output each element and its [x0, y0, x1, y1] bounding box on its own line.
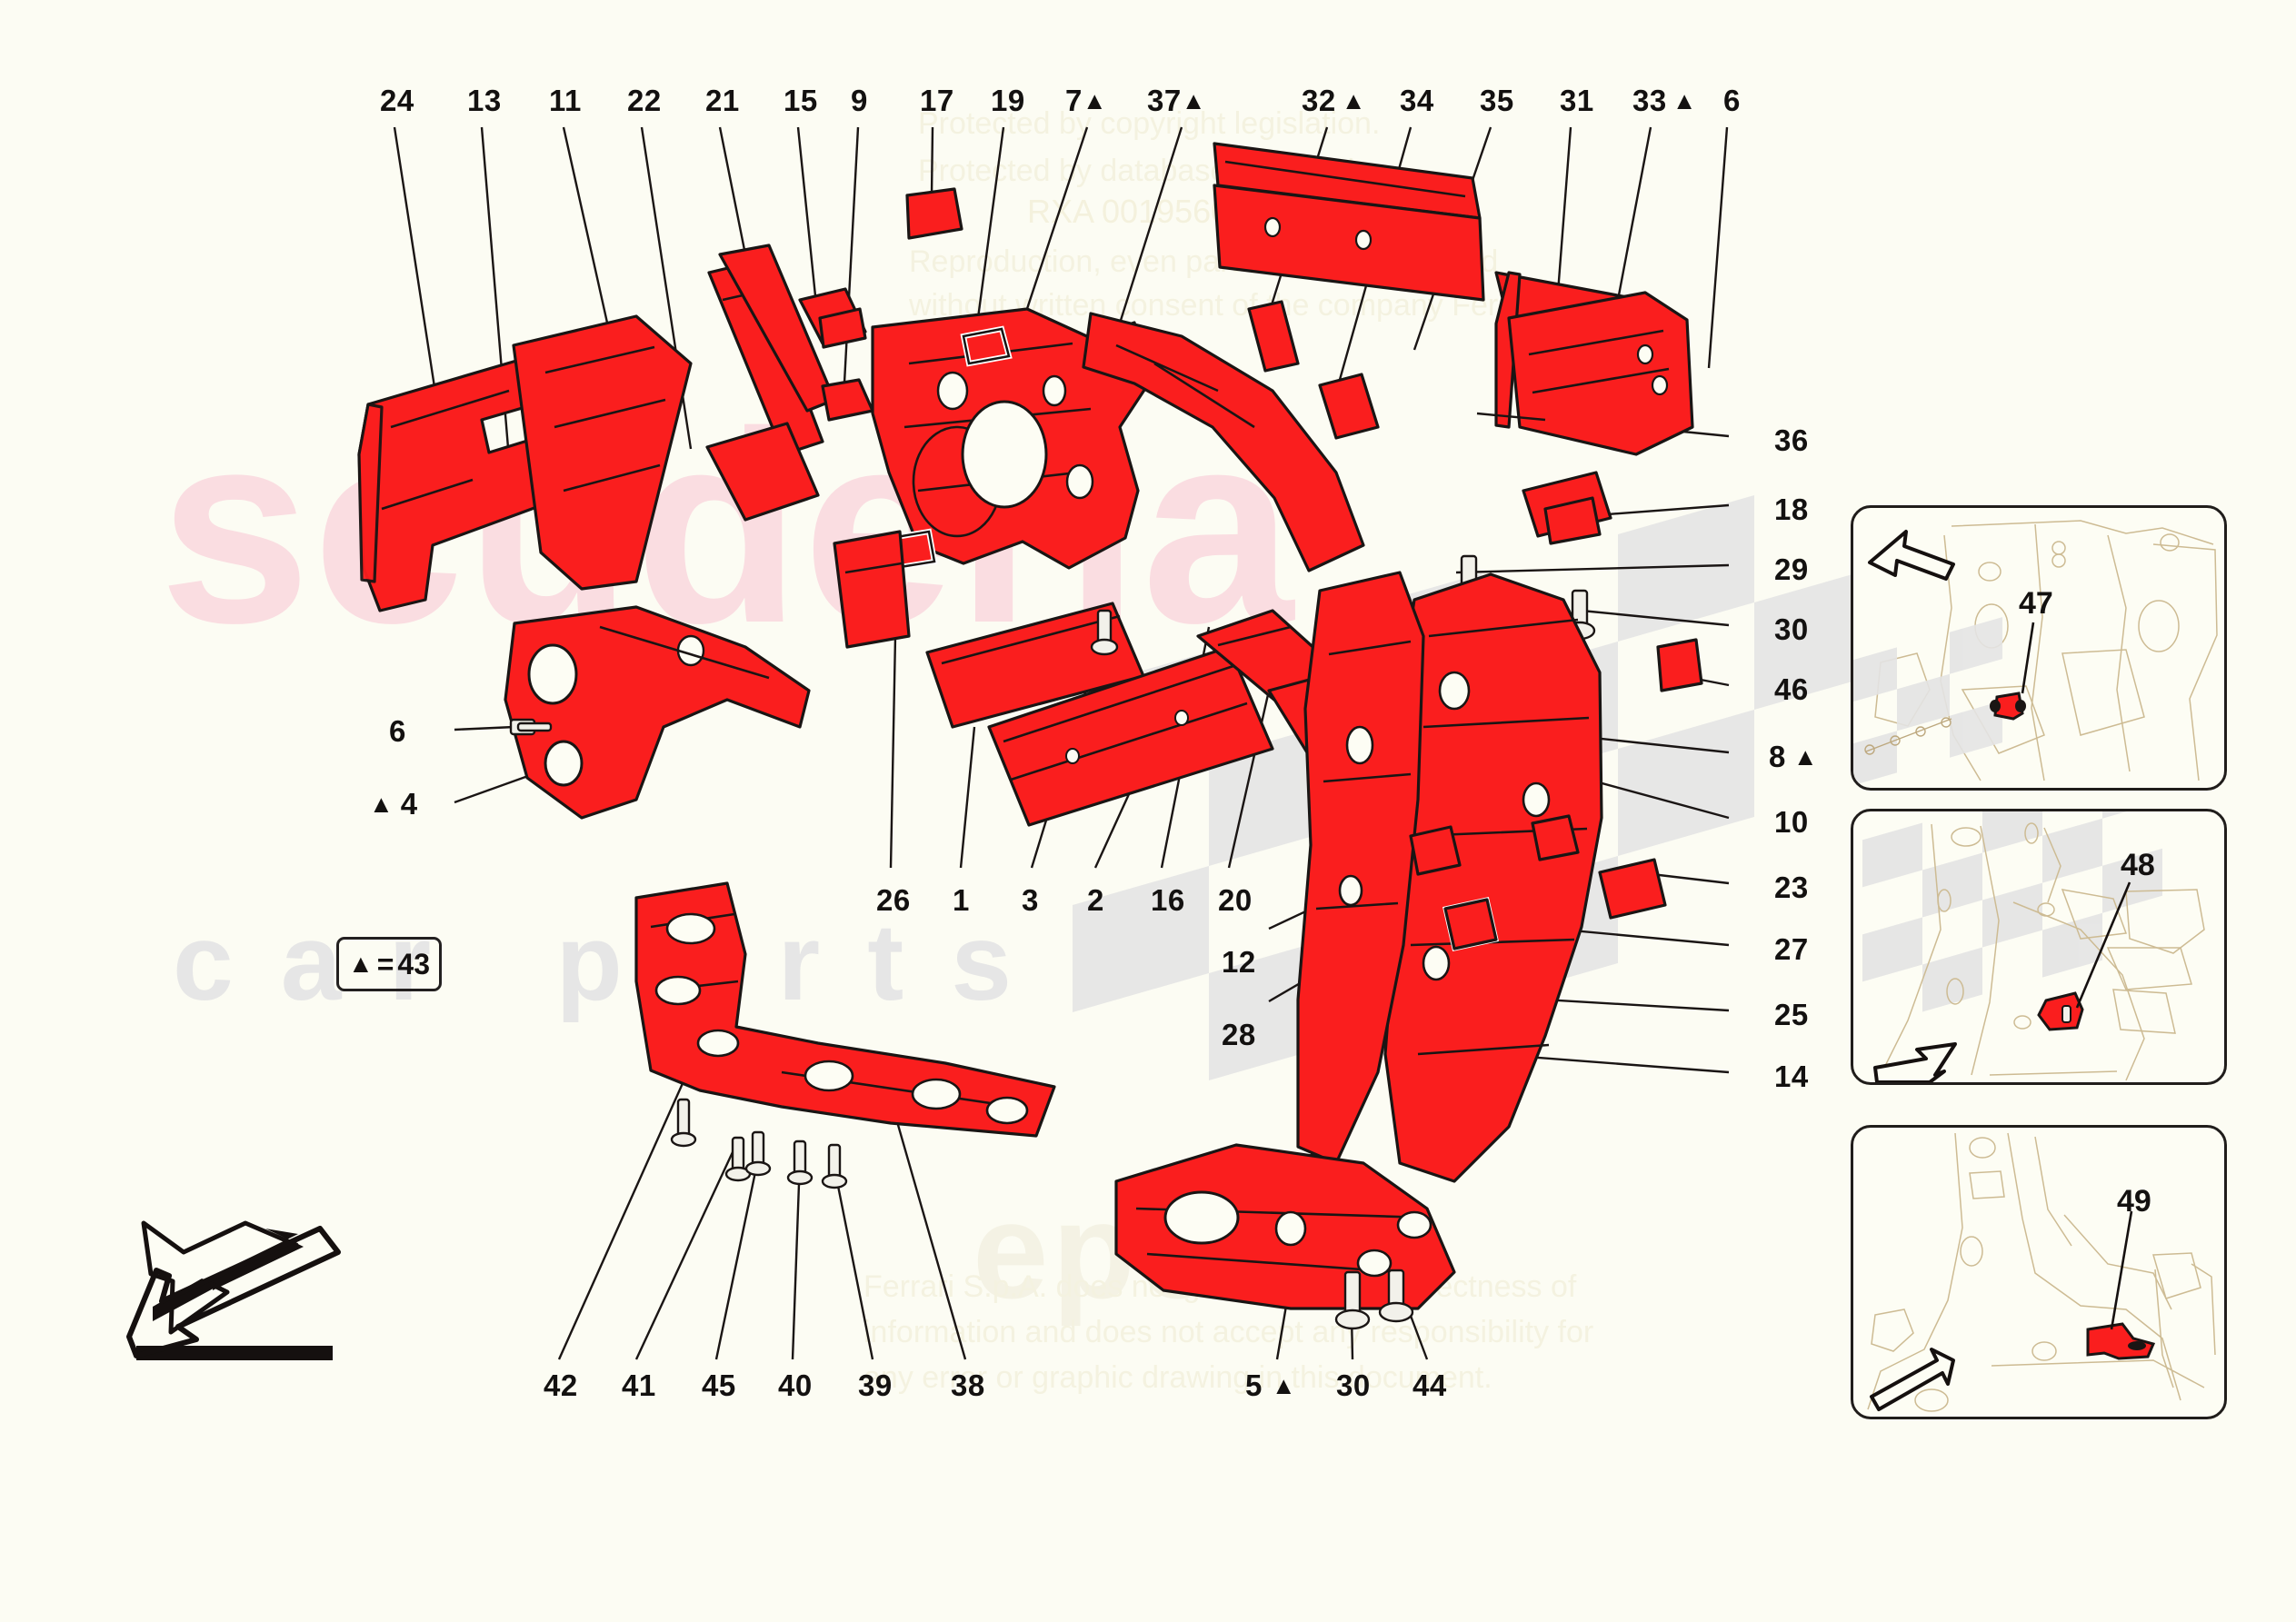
inset-label-47: 47 — [2019, 586, 2053, 621]
triangle-icon: ▲ — [1271, 1372, 1296, 1399]
callout-31[interactable]: 31 — [1560, 84, 1594, 117]
callout-34[interactable]: 34 — [1400, 84, 1434, 117]
triangle-icon: ▲ — [369, 791, 394, 818]
callout-3[interactable]: 3 — [1022, 883, 1039, 917]
callout-7[interactable]: 7▲ — [1065, 84, 1107, 118]
triangle-icon: ▲ — [1792, 743, 1818, 771]
callout-5[interactable]: 5▲ — [1245, 1368, 1296, 1403]
callout-21[interactable]: 21 — [705, 84, 740, 117]
callout-13[interactable]: 13 — [467, 84, 502, 117]
callout-41[interactable]: 41 — [622, 1368, 656, 1402]
callout-37-number: 37 — [1147, 84, 1182, 117]
callout-45[interactable]: 45 — [702, 1368, 736, 1402]
callout-36[interactable]: 36 — [1774, 423, 1809, 457]
callout-2[interactable]: 2 — [1087, 883, 1104, 917]
callout-8-number: 8 — [1769, 740, 1786, 773]
callout-22[interactable]: 22 — [627, 84, 662, 117]
callout-9[interactable]: 9 — [851, 84, 868, 117]
callout-24[interactable]: 24 — [380, 84, 414, 117]
inset-panel-49[interactable]: 49 — [1851, 1125, 2227, 1419]
callout-4-left[interactable]: ▲4 — [369, 787, 418, 821]
inset-label-48: 48 — [2121, 848, 2155, 882]
callout-4-number: 4 — [400, 787, 418, 821]
triangle-icon: ▲ — [1672, 87, 1697, 114]
legend-box: ▲ = 43 — [336, 937, 442, 991]
callout-6-left[interactable]: 6 — [389, 714, 406, 748]
callout-10[interactable]: 10 — [1774, 805, 1809, 839]
callout-7-number: 7 — [1065, 84, 1083, 117]
callout-14[interactable]: 14 — [1774, 1060, 1809, 1093]
callout-32[interactable]: 32▲ — [1302, 84, 1365, 118]
inset-label-49: 49 — [2117, 1184, 2151, 1219]
legend-equals: = — [376, 947, 394, 980]
callout-26[interactable]: 26 — [876, 883, 911, 917]
callout-30-right[interactable]: 30 — [1774, 612, 1809, 646]
callout-39[interactable]: 39 — [858, 1368, 893, 1402]
callout-28[interactable]: 28 — [1222, 1018, 1256, 1051]
callout-32-number: 32 — [1302, 84, 1336, 117]
callout-35[interactable]: 35 — [1480, 84, 1514, 117]
callout-33-number: 33 — [1632, 84, 1667, 117]
inset-panel-47[interactable]: 47 — [1851, 505, 2227, 791]
callout-5-number: 5 — [1245, 1368, 1263, 1402]
callout-27[interactable]: 27 — [1774, 932, 1809, 966]
callout-25[interactable]: 25 — [1774, 998, 1809, 1031]
callout-44[interactable]: 44 — [1413, 1368, 1447, 1402]
callout-15[interactable]: 15 — [784, 84, 818, 117]
callout-29[interactable]: 29 — [1774, 552, 1809, 586]
legend-value: 43 — [397, 947, 430, 980]
callout-1[interactable]: 1 — [953, 883, 970, 917]
inset-panel-48[interactable]: 48 — [1851, 809, 2227, 1085]
callout-23[interactable]: 23 — [1774, 871, 1809, 904]
callout-19[interactable]: 19 — [991, 84, 1025, 117]
callout-11[interactable]: 11 — [549, 84, 582, 117]
callout-37[interactable]: 37▲ — [1147, 84, 1205, 118]
triangle-icon: ▲ — [1341, 87, 1366, 114]
triangle-icon: ▲ — [1082, 87, 1107, 114]
callout-16[interactable]: 16 — [1151, 883, 1185, 917]
legend-triangle-icon: ▲ — [348, 950, 374, 978]
callout-12[interactable]: 12 — [1222, 945, 1256, 979]
callout-46[interactable]: 46 — [1774, 672, 1809, 706]
callout-33[interactable]: 33▲ — [1632, 84, 1696, 118]
triangle-icon: ▲ — [1181, 87, 1206, 114]
callout-8[interactable]: 8▲ — [1769, 740, 1818, 774]
callout-40[interactable]: 40 — [778, 1368, 813, 1402]
callout-20[interactable]: 20 — [1218, 883, 1253, 917]
callout-18[interactable]: 18 — [1774, 493, 1809, 526]
callout-38[interactable]: 38 — [951, 1368, 985, 1402]
callout-30-bottom[interactable]: 30 — [1336, 1368, 1371, 1402]
callout-42[interactable]: 42 — [544, 1368, 578, 1402]
callout-6-top[interactable]: 6 — [1723, 84, 1741, 117]
callout-17[interactable]: 17 — [920, 84, 954, 117]
